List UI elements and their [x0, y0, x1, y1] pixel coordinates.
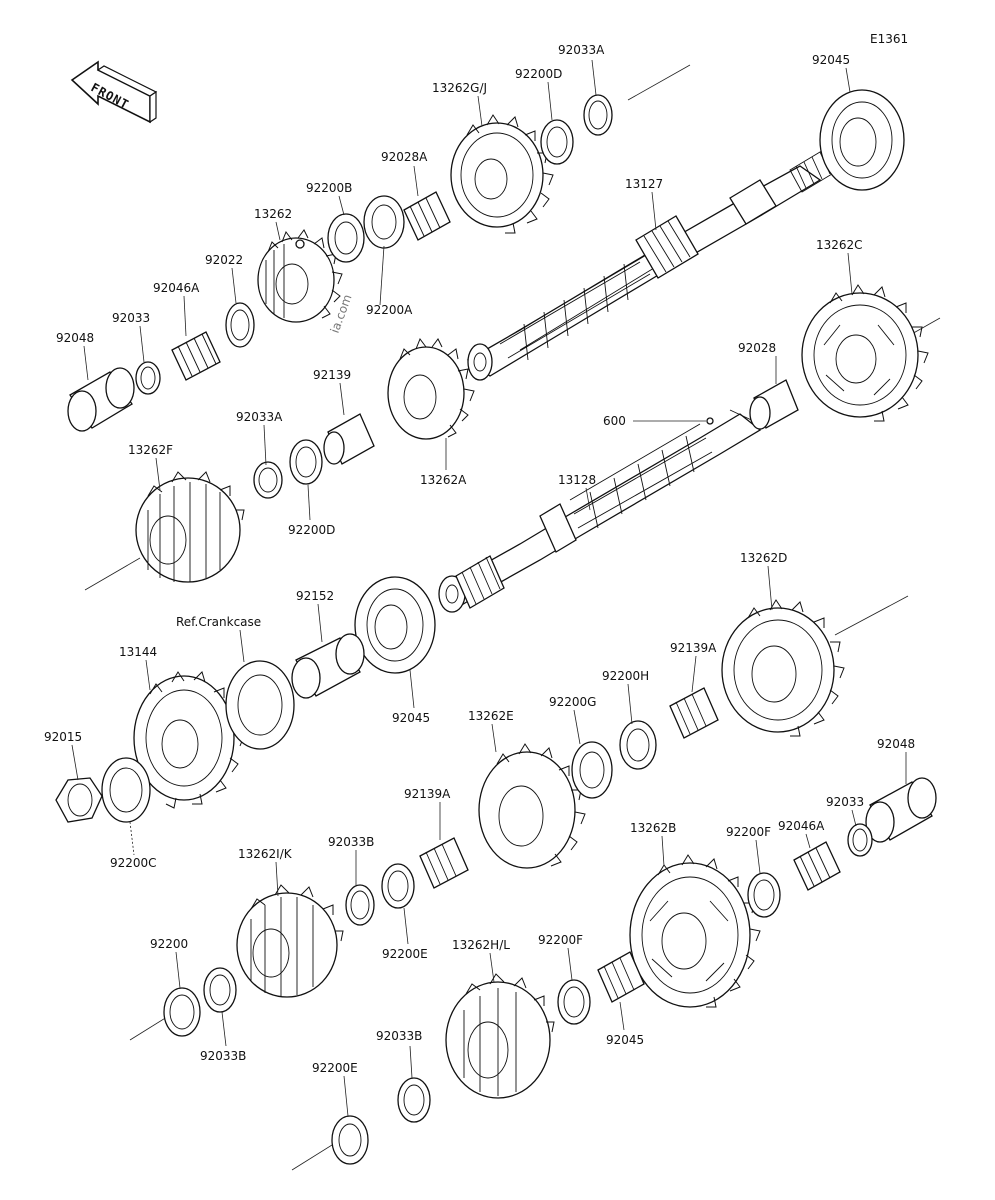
label-13127: 13127 [625, 177, 663, 191]
needle-bearing-92046A-left [171, 331, 221, 381]
gear-13262F [135, 471, 245, 583]
label-92033B-left: 92033B [200, 1049, 246, 1063]
label-92200E-mid: 92200E [382, 947, 428, 961]
label-13262: 13262 [254, 207, 292, 221]
watermark-text: ia.com [328, 293, 355, 336]
label-92033A-top: 92033A [558, 43, 605, 57]
label-92152: 92152 [296, 589, 334, 603]
gear-13262B [629, 854, 761, 1008]
label-92015: 92015 [44, 730, 82, 744]
label-92033A-mid: 92033A [236, 410, 283, 424]
label-92033B-top: 92033B [328, 835, 374, 849]
label-92048-left: 92048 [56, 331, 94, 345]
label-13262D: 13262D [740, 551, 787, 565]
gear-13262E [478, 743, 586, 869]
label-13262IK: 13262I/K [238, 847, 293, 861]
label-92200D-top: 92200D [515, 67, 562, 81]
label-13144: 13144 [119, 645, 157, 659]
gear-13262D [721, 599, 845, 737]
label-92200E-bot: 92200E [312, 1061, 358, 1075]
label-92046A-left: 92046A [153, 281, 200, 295]
label-92200F-mid: 92200F [538, 933, 583, 947]
label-92200: 92200 [150, 937, 188, 951]
gear-13262HL [445, 973, 555, 1099]
label-92046A-right: 92046A [778, 819, 825, 833]
label-13262B: 13262B [630, 821, 676, 835]
needle-bearing-92045-bot [597, 951, 645, 1003]
bearing-92045-top [819, 89, 905, 191]
label-ref-crankcase: Ref.Crankcase [176, 615, 261, 629]
collar-92048-right [865, 777, 937, 843]
collar-92152 [291, 633, 365, 699]
collar-92048-left [67, 367, 135, 432]
label-92139A-right: 92139A [670, 641, 717, 655]
label-92200G: 92200G [549, 695, 596, 709]
gear-13262GJ [450, 114, 554, 234]
label-92200A: 92200A [366, 303, 413, 317]
needle-bearing-92028A [403, 191, 451, 241]
needle-bearing-92139A-right [669, 687, 719, 739]
label-92028A: 92028A [381, 150, 428, 164]
label-92045-top: 92045 [812, 53, 850, 67]
gear-13262 [257, 229, 343, 323]
leader-lines [71, 59, 907, 1117]
label-92200H: 92200H [602, 669, 649, 683]
label-13262F: 13262F [128, 443, 173, 457]
label-92200B: 92200B [306, 181, 352, 195]
shaft-13127 [466, 145, 843, 381]
front-arrow-icon: FRONT [70, 60, 158, 124]
label-92200D-mid: 92200D [288, 523, 335, 537]
washers-and-circlips [55, 94, 873, 1165]
gear-13262C [801, 284, 929, 422]
label-92033B-bot: 92033B [376, 1029, 422, 1043]
needle-bearing-92139A-mid [419, 837, 469, 889]
label-13262HL: 13262H/L [452, 938, 510, 952]
bushing-92139 [323, 413, 375, 465]
label-92045-bot: 92045 [606, 1033, 644, 1047]
label-600: 600 [603, 414, 626, 428]
label-92139A-mid: 92139A [404, 787, 451, 801]
label-92045-mid: 92045 [392, 711, 430, 725]
label-13262C: 13262C [816, 238, 863, 252]
label-92200C: 92200C [110, 856, 157, 870]
needle-bearing-92046A-right [793, 841, 841, 891]
crankcase-seal [225, 660, 295, 750]
label-13262E: 13262E [468, 709, 514, 723]
label-92022: 92022 [205, 253, 243, 267]
reference-code: E1361 [870, 32, 908, 46]
gear-13262A [387, 337, 475, 440]
label-92139: 92139 [313, 368, 351, 382]
shaft-13128 [438, 409, 762, 613]
label-92200F-right: 92200F [726, 825, 771, 839]
bushing-92028 [749, 379, 799, 430]
label-92033-left: 92033 [112, 311, 150, 325]
label-13262GJ: 13262G/J [432, 81, 487, 95]
bearing-92045-mid [354, 576, 436, 674]
gear-13144 [133, 671, 245, 809]
gear-13262IK [236, 884, 344, 998]
label-13262A: 13262A [420, 473, 467, 487]
label-13128: 13128 [558, 473, 596, 487]
label-92033-right: 92033 [826, 795, 864, 809]
label-92028: 92028 [738, 341, 776, 355]
label-92048-right: 92048 [877, 737, 915, 751]
